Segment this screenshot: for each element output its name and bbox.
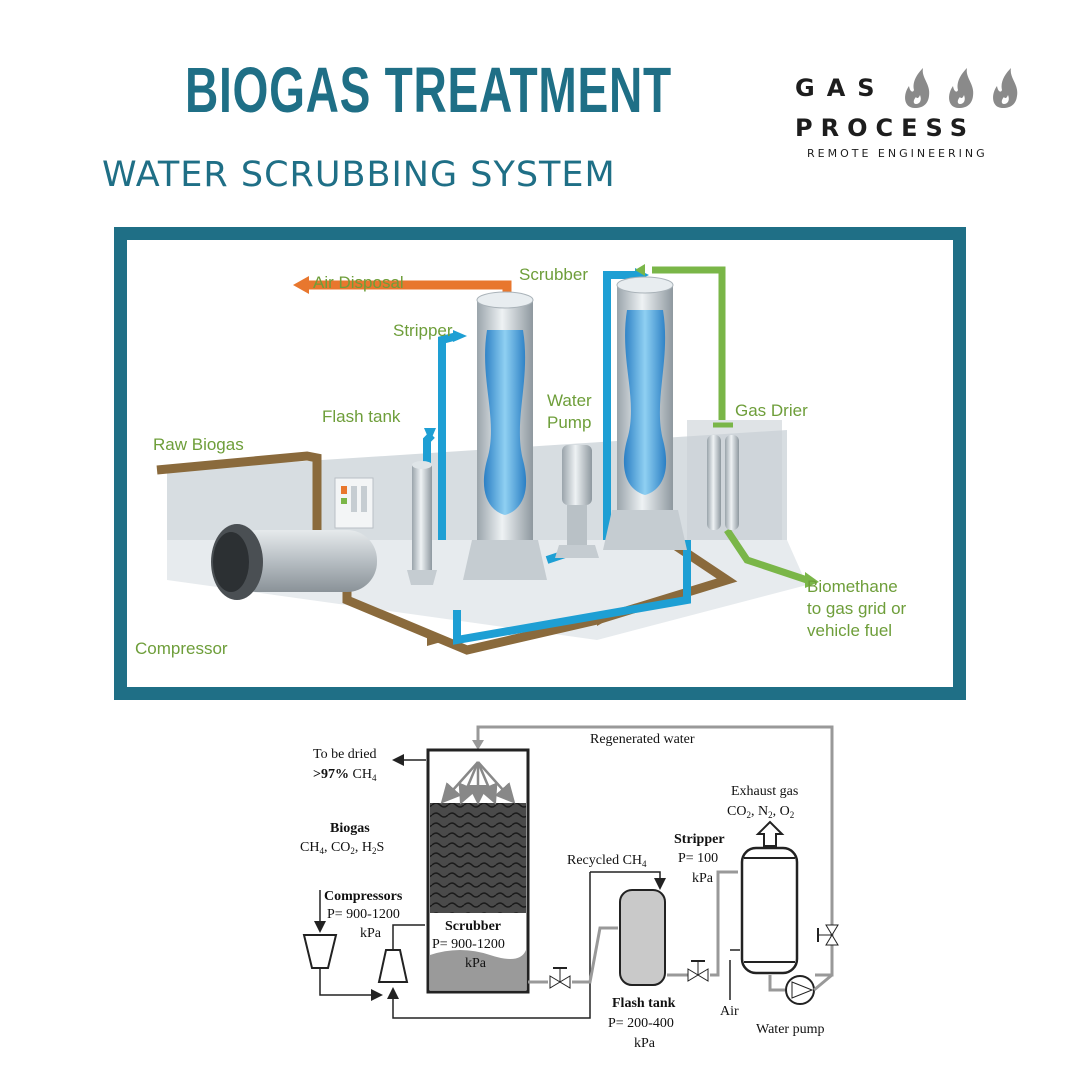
compressor-unit xyxy=(211,524,377,600)
label-stripper-p: P= 100 xyxy=(678,851,718,866)
three-flames-icon xyxy=(905,68,1018,108)
scrubber-vessel xyxy=(426,748,530,994)
logo-text-process: PROCESS xyxy=(795,114,975,142)
scrubber-column xyxy=(603,276,687,550)
gas-drier-unit xyxy=(707,422,739,530)
compressor-2-symbol xyxy=(377,949,409,983)
label-compressors-p: P= 900-1200 xyxy=(327,907,400,922)
label-regenerated-water: Regenerated water xyxy=(590,732,695,747)
label-stripper-unit: kPa xyxy=(692,871,714,886)
label-stripper: Stripper xyxy=(674,832,725,847)
label-flash-tank: Flash tank xyxy=(612,996,676,1011)
label-ch4: CH xyxy=(352,767,371,782)
svg-text:CO2, N2, O2: CO2, N2, O2 xyxy=(727,804,794,820)
label-flash-unit: kPa xyxy=(634,1036,656,1051)
label-flash-tank: Flash tank xyxy=(322,407,401,426)
water-pipe-4 xyxy=(603,271,637,540)
regenerated-water-line xyxy=(476,725,834,977)
water-pump-unit xyxy=(555,445,599,558)
page-subtitle: WATER SCRUBBING SYSTEM xyxy=(102,155,616,195)
label-scrubber-unit: kPa xyxy=(465,956,487,971)
raw-biogas-pipe xyxy=(156,451,322,540)
label-compressors-unit: kPa xyxy=(360,926,382,941)
label-biomethane-1: Biomethane xyxy=(807,577,898,596)
illustration-diagram: Air Disposal Scrubber Stripper Water Pum… xyxy=(135,264,907,658)
label-exhaust: Exhaust gas xyxy=(731,784,798,799)
control-panel xyxy=(334,477,374,529)
logo-text-gas: GAS xyxy=(795,74,887,102)
gas-drier-pipe xyxy=(652,266,726,420)
biomethane-pipe xyxy=(724,528,809,584)
label-air-disposal: Air Disposal xyxy=(313,273,404,292)
label-biomethane-2: to gas grid or xyxy=(807,599,907,618)
valve-3 xyxy=(817,924,839,946)
label-biogas: Biogas xyxy=(330,821,370,836)
label-ch4-pct: >97% xyxy=(313,767,349,782)
label-scrubber-p: P= 900-1200 xyxy=(432,937,505,952)
label-stripper: Stripper xyxy=(393,321,453,340)
svg-text:>97% CH4: >97% CH4 xyxy=(313,767,377,783)
compressor-outlet-pipe xyxy=(342,536,738,655)
label-water-pump-1: Water xyxy=(547,391,592,410)
label-to-be-dried: To be dried xyxy=(313,747,377,762)
label-air: Air xyxy=(720,1004,739,1019)
valve-2 xyxy=(687,960,709,982)
flash-tank-vessel xyxy=(619,889,666,986)
valve-1 xyxy=(549,967,571,989)
label-water-pump: Water pump xyxy=(756,1022,824,1037)
water-pump-symbol xyxy=(785,975,815,1005)
label-compressors: Compressors xyxy=(324,889,403,904)
illustration-frame: Air Disposal Scrubber Stripper Water Pum… xyxy=(114,227,966,700)
company-logo: GAS PROCESS REMOTE ENGINEERING xyxy=(795,66,1035,166)
page-title: BIOGAS TREATMENT xyxy=(185,54,672,126)
exhaust-arrow xyxy=(755,820,785,847)
label-compressor: Compressor xyxy=(135,639,228,658)
stripper-column xyxy=(463,291,547,580)
label-scrubber: Scrubber xyxy=(445,919,501,934)
label-water-pump-2: Pump xyxy=(547,413,591,432)
label-recycled: Recycled CH4 xyxy=(567,853,647,869)
label-biomethane-3: vehicle fuel xyxy=(807,621,892,640)
label-scrubber: Scrubber xyxy=(519,265,588,284)
label-gas-drier: Gas Drier xyxy=(735,401,808,420)
logo-text-remote: REMOTE ENGINEERING xyxy=(807,147,988,160)
label-raw-biogas: Raw Biogas xyxy=(153,435,244,454)
water-pipe-2 xyxy=(438,332,459,540)
label-flash-p: P= 200-400 xyxy=(608,1016,674,1031)
svg-text:CH4, CO2, H2S: CH4, CO2, H2S xyxy=(300,840,384,856)
compressor-1-symbol xyxy=(302,934,338,969)
flash-tank xyxy=(407,461,437,585)
water-pipe-3 xyxy=(453,540,691,645)
stripper-vessel xyxy=(740,846,799,975)
schematic-diagram: Regenerated water To be dried >97% CH4 B… xyxy=(300,725,839,1051)
